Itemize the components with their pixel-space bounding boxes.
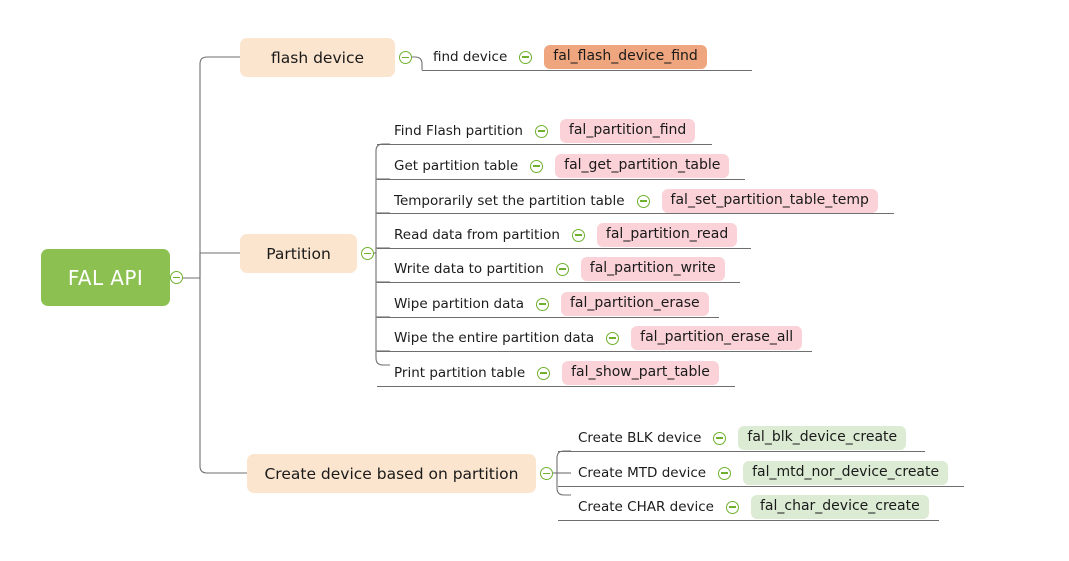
leaf-label: Write data to partition xyxy=(394,261,544,277)
leaf-label: Create CHAR device xyxy=(578,499,714,515)
leaf-write-data-to-partition[interactable]: Write data to partition fal_partition_wr… xyxy=(394,256,725,282)
leaf-underline xyxy=(377,351,812,352)
leaf-label: Create MTD device xyxy=(578,465,707,481)
leaf-create-mtd-device[interactable]: Create MTD device fal_mtd_nor_device_cre… xyxy=(578,460,949,486)
leaf-tag-chip[interactable]: fal_partition_read xyxy=(596,223,738,247)
leaf-tag-chip[interactable]: fal_get_partition_table xyxy=(555,154,730,178)
leaf-collapse-icon[interactable] xyxy=(530,159,544,173)
leaf-tag-chip[interactable]: fal_partition_find xyxy=(559,119,696,143)
leaf-label: Print partition table xyxy=(394,365,526,381)
leaf-read-data-from-partition[interactable]: Read data from partition fal_partition_r… xyxy=(394,222,738,248)
leaf-underline xyxy=(558,486,964,487)
leaf-label: Temporarily set the partition table xyxy=(394,193,625,209)
leaf-underline xyxy=(377,144,712,145)
leaf-tag-chip[interactable]: fal_show_part_table xyxy=(562,361,719,385)
leaf-collapse-icon[interactable] xyxy=(636,194,650,208)
leaf-find-device[interactable]: find device fal_flash_device_find xyxy=(433,44,707,70)
leaf-underline xyxy=(377,248,751,249)
leaf-underline xyxy=(377,213,894,214)
leaf-collapse-icon[interactable] xyxy=(537,366,551,380)
leaf-wipe-entire-partition-data[interactable]: Wipe the entire partition data fal_parti… xyxy=(394,325,803,351)
leaf-collapse-icon[interactable] xyxy=(606,331,620,345)
root-collapse-icon[interactable] xyxy=(170,271,183,284)
leaf-label: Find Flash partition xyxy=(394,123,523,139)
leaf-underline xyxy=(377,317,719,318)
leaf-underline xyxy=(558,520,939,521)
leaf-find-flash-partition[interactable]: Find Flash partition fal_partition_find xyxy=(394,118,696,144)
leaf-underline xyxy=(558,451,925,452)
leaf-collapse-icon[interactable] xyxy=(535,297,549,311)
branch-label: Partition xyxy=(266,244,331,263)
leaf-label: Wipe partition data xyxy=(394,296,524,312)
branch-collapse-icon-flash-device[interactable] xyxy=(399,51,412,64)
leaf-create-char-device[interactable]: Create CHAR device fal_char_device_creat… xyxy=(578,494,929,520)
branch-node-create-device[interactable]: Create device based on partition xyxy=(247,454,536,493)
leaf-label: Get partition table xyxy=(394,158,519,174)
branch-label: Create device based on partition xyxy=(264,464,519,483)
branch-collapse-icon-create-device[interactable] xyxy=(540,467,553,480)
leaf-collapse-icon[interactable] xyxy=(519,50,533,64)
branch-node-flash-device[interactable]: flash device xyxy=(240,38,395,77)
leaf-create-blk-device[interactable]: Create BLK device fal_blk_device_create xyxy=(578,425,907,451)
leaf-underline xyxy=(377,179,745,180)
leaf-wipe-partition-data[interactable]: Wipe partition data fal_partition_erase xyxy=(394,291,709,317)
root-label: FAL API xyxy=(67,265,144,290)
leaf-tag-chip[interactable]: fal_mtd_nor_device_create xyxy=(743,461,949,485)
leaf-collapse-icon[interactable] xyxy=(555,262,569,276)
leaf-print-partition-table[interactable]: Print partition table fal_show_part_tabl… xyxy=(394,360,719,386)
leaf-tag-chip[interactable]: fal_partition_erase xyxy=(560,292,709,316)
leaf-collapse-icon[interactable] xyxy=(713,431,727,445)
leaf-tag-chip[interactable]: fal_flash_device_find xyxy=(544,45,707,69)
root-node[interactable]: FAL API xyxy=(41,249,170,306)
leaf-tag-chip[interactable]: fal_char_device_create xyxy=(750,495,929,519)
leaf-collapse-icon[interactable] xyxy=(571,228,585,242)
leaf-tag-chip[interactable]: fal_blk_device_create xyxy=(738,426,907,450)
branch-node-partition[interactable]: Partition xyxy=(240,234,357,273)
leaf-underline xyxy=(377,282,740,283)
leaf-label: Wipe the entire partition data xyxy=(394,330,595,346)
leaf-label: Read data from partition xyxy=(394,227,560,243)
leaf-collapse-icon[interactable] xyxy=(725,500,739,514)
leaf-tag-chip[interactable]: fal_partition_erase_all xyxy=(631,326,803,350)
leaf-label: find device xyxy=(433,49,508,65)
leaf-collapse-icon[interactable] xyxy=(534,124,548,138)
leaf-get-partition-table[interactable]: Get partition table fal_get_partition_ta… xyxy=(394,153,730,179)
leaf-underline xyxy=(422,70,752,71)
leaf-label: Create BLK device xyxy=(578,430,702,446)
leaf-tag-chip[interactable]: fal_set_partition_table_temp xyxy=(661,189,878,213)
leaf-underline xyxy=(377,386,735,387)
leaf-temporarily-set-partition-table[interactable]: Temporarily set the partition table fal_… xyxy=(394,188,878,214)
leaf-collapse-icon[interactable] xyxy=(718,466,732,480)
branch-collapse-icon-partition[interactable] xyxy=(361,247,374,260)
leaf-tag-chip[interactable]: fal_partition_write xyxy=(580,257,725,281)
branch-label: flash device xyxy=(271,48,364,67)
